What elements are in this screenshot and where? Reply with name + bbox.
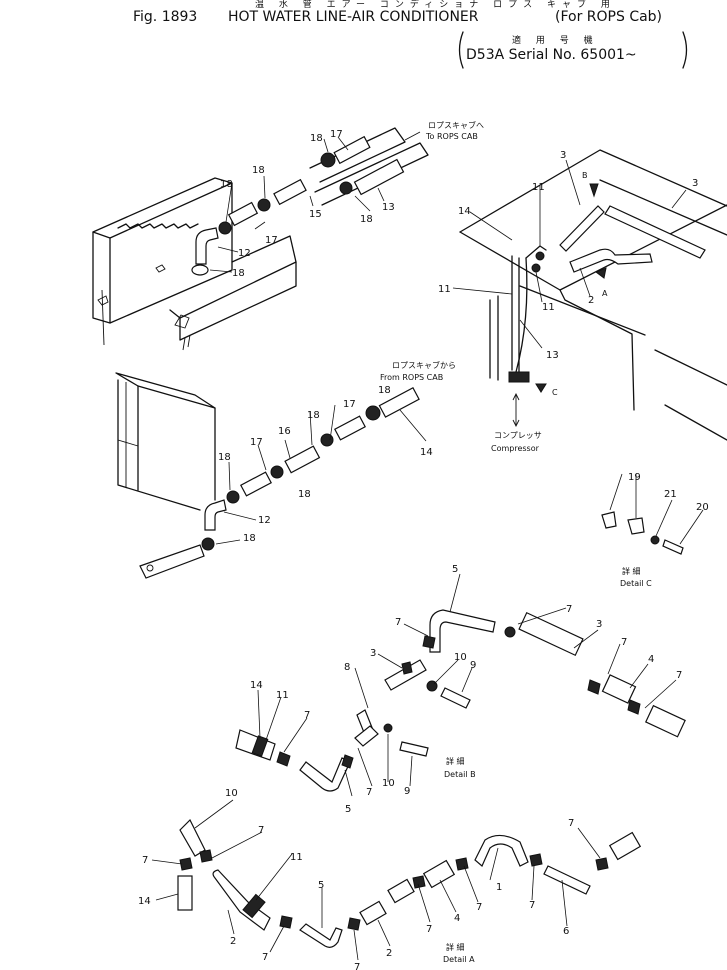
engine-block bbox=[92, 177, 297, 351]
callout: 4 bbox=[648, 654, 654, 665]
serial-number: D53A Serial No. 65001~ bbox=[466, 47, 637, 63]
callout: 10 bbox=[454, 652, 467, 663]
leader-lines bbox=[151, 131, 704, 961]
callout: 16 bbox=[278, 426, 291, 437]
callout: 5 bbox=[345, 804, 351, 815]
callout: 3 bbox=[370, 648, 376, 659]
callout: 11 bbox=[542, 302, 555, 313]
callout: 14 bbox=[250, 680, 263, 691]
callout: 5 bbox=[452, 564, 458, 575]
callout: 3 bbox=[596, 619, 602, 630]
callout: 18 bbox=[252, 165, 265, 176]
callout: 7 bbox=[426, 924, 432, 935]
compressor-jp: コンプレッサ bbox=[494, 431, 542, 440]
detail-b-parts bbox=[235, 609, 686, 792]
callout: 7 bbox=[568, 818, 574, 829]
callout: 17 bbox=[250, 437, 263, 448]
from-rops-cab-label: From ROPS CAB bbox=[380, 373, 443, 382]
callout: 21 bbox=[664, 489, 677, 500]
callout: 7 bbox=[354, 962, 360, 970]
callout: 18 bbox=[243, 533, 256, 544]
from-rops-jp: ロプスキャブから bbox=[392, 360, 456, 370]
callout: 7 bbox=[395, 617, 401, 628]
callout-numbers: 17 18 18 18 17 12 18 15 18 13 ロプスキャブへ To… bbox=[138, 120, 709, 970]
upper-hose-run bbox=[191, 127, 429, 276]
callout: 18 bbox=[220, 179, 233, 190]
figure-title: HOT WATER LINE-AIR CONDITIONER bbox=[228, 9, 479, 25]
detail-a-jp: 詳 細 bbox=[446, 942, 465, 952]
view-a-label: A bbox=[602, 289, 608, 298]
callout: 9 bbox=[470, 660, 476, 671]
callout: 7 bbox=[621, 637, 627, 648]
detail-a-parts bbox=[177, 818, 642, 948]
callout: 19 bbox=[628, 472, 641, 483]
callout: 17 bbox=[330, 129, 343, 140]
callout: 14 bbox=[420, 447, 433, 458]
callout: 15 bbox=[309, 209, 322, 220]
detail-c-jp: 詳 細 bbox=[622, 566, 641, 576]
callout: 10 bbox=[225, 788, 238, 799]
callout: 7 bbox=[262, 952, 268, 963]
to-rops-cab-label: To ROPS CAB bbox=[425, 132, 478, 141]
callout: 7 bbox=[566, 604, 572, 615]
detail-c-label: Detail C bbox=[620, 579, 652, 588]
view-c-label: C bbox=[552, 388, 558, 397]
callout: 14 bbox=[138, 896, 151, 907]
callout: 11 bbox=[290, 852, 303, 863]
figure-label: Fig. 1893 bbox=[133, 9, 198, 25]
callout: 7 bbox=[366, 787, 372, 798]
callout: 2 bbox=[230, 936, 236, 947]
rops-cab-corner bbox=[459, 149, 727, 441]
callout: 17 bbox=[343, 399, 356, 410]
callout: 11 bbox=[438, 284, 451, 295]
callout: 5 bbox=[318, 880, 324, 891]
detail-b-jp: 詳 細 bbox=[446, 756, 465, 766]
callout: 3 bbox=[560, 150, 566, 161]
callout: 18 bbox=[310, 133, 323, 144]
callout: 13 bbox=[382, 202, 395, 213]
to-rops-jp: ロプスキャブへ bbox=[428, 120, 484, 130]
callout: 8 bbox=[344, 662, 350, 673]
callout: 13 bbox=[546, 350, 559, 361]
view-b-label: B bbox=[582, 171, 588, 180]
lower-hose-run bbox=[139, 386, 420, 579]
callout: 10 bbox=[382, 778, 395, 789]
callout: 2 bbox=[386, 948, 392, 959]
callout: 3 bbox=[692, 178, 698, 189]
detail-a-label: Detail A bbox=[443, 955, 475, 964]
callout: 18 bbox=[360, 214, 373, 225]
callout: 18 bbox=[307, 410, 320, 421]
callout: 4 bbox=[454, 913, 460, 924]
detail-b-label: Detail B bbox=[444, 770, 476, 779]
compressor-label: Compressor bbox=[491, 444, 540, 453]
callout: 20 bbox=[696, 502, 709, 513]
callout: 12 bbox=[258, 515, 271, 526]
figure-subtitle: (For ROPS Cab) bbox=[555, 9, 663, 25]
callout: 7 bbox=[304, 710, 310, 721]
applicable-jp: 適 用 号 機 bbox=[512, 36, 599, 46]
callout: 18 bbox=[298, 489, 311, 500]
callout: 7 bbox=[529, 900, 535, 911]
callout: 7 bbox=[676, 670, 682, 681]
radiator bbox=[115, 372, 216, 511]
callout: 14 bbox=[458, 206, 471, 217]
callout: 2 bbox=[588, 295, 594, 306]
callout: 7 bbox=[476, 902, 482, 913]
japanese-title: 温 水 管 エアー コンディショナ ロプス キャブ 用 bbox=[255, 0, 616, 10]
callout: 11 bbox=[532, 182, 545, 193]
serial-bracket bbox=[458, 31, 688, 69]
callout: 12 bbox=[238, 248, 251, 259]
callout: 9 bbox=[404, 786, 410, 797]
callout: 17 bbox=[265, 235, 278, 246]
callout: 18 bbox=[378, 385, 391, 396]
callout: 18 bbox=[218, 452, 231, 463]
callout: 11 bbox=[276, 690, 289, 701]
callout: 1 bbox=[496, 882, 502, 893]
callout: 18 bbox=[232, 268, 245, 279]
callout: 7 bbox=[258, 825, 264, 836]
detail-c-parts bbox=[601, 511, 684, 555]
callout: 7 bbox=[142, 855, 148, 866]
callout: 6 bbox=[563, 926, 569, 937]
